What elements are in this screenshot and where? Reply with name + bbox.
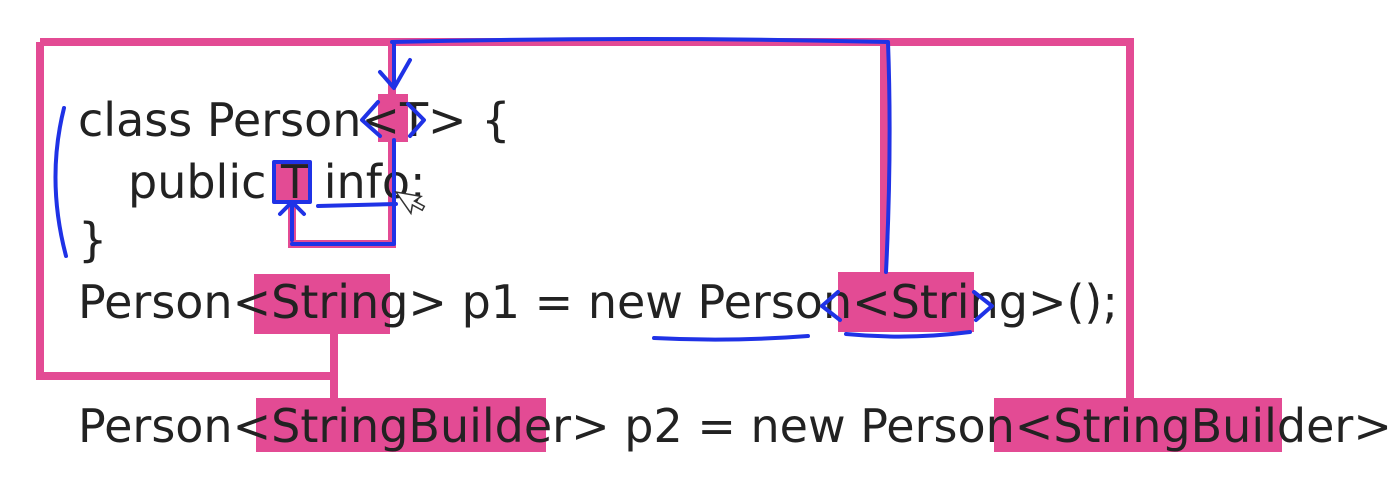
pen-left-bracket — [53, 106, 68, 258]
pen-arrow-up-to-field-type — [278, 200, 306, 242]
highlight-p1-new-string-arg — [838, 272, 974, 332]
code-line-class-close: } — [78, 213, 107, 267]
highlight-p2-new-stringbuilder-arg — [994, 398, 1282, 452]
type-param-open: < — [361, 93, 400, 147]
highlight-p1-string-arg — [254, 274, 390, 334]
pen-top-loop — [390, 37, 892, 274]
pink-connector-left-loop — [36, 42, 334, 380]
pen-angle-brackets-string — [820, 290, 994, 322]
highlight-p2-stringbuilder-arg — [256, 398, 546, 452]
pen-angle-brackets-around-param — [360, 100, 426, 138]
p1-type-prefix: Person< — [78, 275, 271, 329]
p2-assignment: > p2 = new Person< — [571, 399, 1053, 453]
p2-type-arg: StringBuilder — [271, 399, 571, 453]
code-line-p1-declaration: Person<String> p1 = new Person<String>()… — [78, 275, 1118, 329]
pen-underline-string — [844, 330, 972, 339]
type-param-close: > — [428, 93, 467, 147]
p2-constructor-call: >(); — [1353, 399, 1394, 453]
class-keyword-and-name: class Person — [78, 93, 361, 147]
mouse-pointer-icon — [394, 190, 426, 216]
p1-assignment: > p1 = new Person< — [408, 275, 890, 329]
p1-type-arg: String — [271, 275, 408, 329]
p1-new-type-arg: String — [891, 275, 1028, 329]
class-open-brace: { — [467, 93, 511, 147]
p1-constructor-call: >(); — [1028, 275, 1118, 329]
pen-box-around-field-type — [272, 160, 312, 204]
field-modifier: public — [128, 155, 281, 209]
pen-underline-info — [316, 202, 398, 208]
code-line-p2-declaration: Person<StringBuilder> p2 = new Person<St… — [78, 399, 1394, 453]
pen-arrow-down-to-param — [378, 42, 412, 90]
highlight-type-param — [378, 94, 408, 142]
highlight-field-type — [274, 160, 310, 204]
pen-param-to-field-line — [290, 138, 396, 246]
p2-new-type-arg: StringBuilder — [1053, 399, 1353, 453]
p2-type-prefix: Person< — [78, 399, 271, 453]
pen-underline-person — [652, 334, 810, 342]
code-line-class-declaration: class Person<T> { — [78, 93, 510, 147]
